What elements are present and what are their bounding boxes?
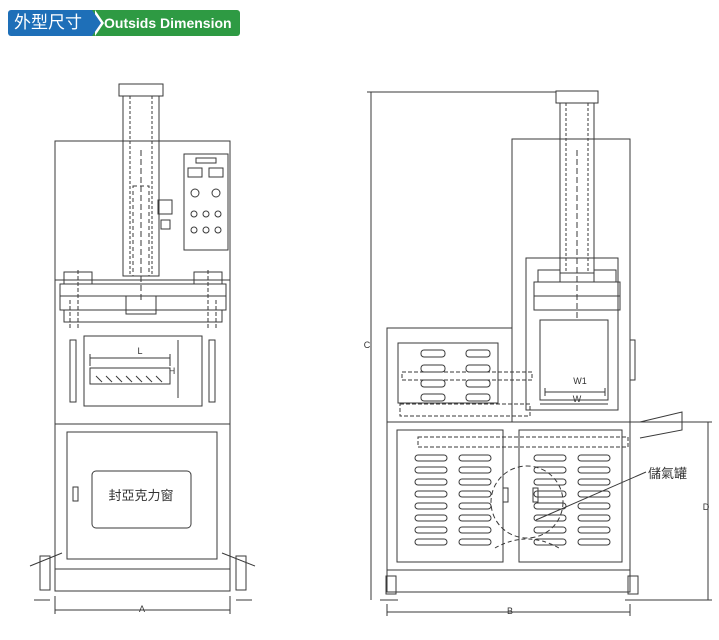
side-gas-tank bbox=[490, 465, 564, 539]
side-press-frame bbox=[525, 257, 619, 411]
section-header: 外型尺寸 Outsids Dimension bbox=[8, 10, 240, 36]
side-view bbox=[367, 90, 712, 616]
label-l: L bbox=[137, 346, 142, 356]
side-console bbox=[386, 327, 513, 423]
label-gas-tank: 儲氣罐 bbox=[648, 467, 687, 482]
side-door-handle-right bbox=[532, 487, 539, 503]
front-view bbox=[29, 83, 256, 614]
label-d: D bbox=[703, 502, 710, 512]
side-door-handle-left bbox=[502, 487, 509, 503]
side-door-right bbox=[518, 429, 623, 563]
front-cylinder-cap bbox=[118, 83, 164, 97]
label-acrylic-window: 封亞克力窗 bbox=[108, 488, 173, 504]
label-a: A bbox=[139, 604, 145, 614]
label-b: B bbox=[507, 606, 513, 616]
front-heater-block bbox=[89, 367, 171, 385]
tank-leader bbox=[535, 471, 647, 521]
front-door-handle bbox=[72, 486, 79, 502]
front-acrylic-window bbox=[91, 470, 192, 529]
front-work-chamber bbox=[83, 335, 203, 407]
side-door-left bbox=[396, 429, 504, 563]
front-upper-housing bbox=[54, 140, 231, 425]
front-control-panel bbox=[183, 153, 229, 251]
label-c: C bbox=[364, 340, 371, 350]
title-cn: 外型尺寸 bbox=[14, 13, 82, 33]
side-cylinder-cap bbox=[555, 90, 599, 104]
title-en-tag: Outsids Dimension bbox=[88, 10, 240, 36]
side-foot-right bbox=[627, 575, 639, 595]
label-w1: W1 bbox=[573, 376, 587, 386]
title-en: Outsids Dimension bbox=[104, 15, 232, 31]
label-w: W bbox=[573, 394, 582, 404]
label-h: H bbox=[169, 366, 176, 376]
side-work-chamber bbox=[539, 319, 609, 401]
side-foot-left bbox=[385, 575, 397, 595]
front-foot-left bbox=[39, 555, 51, 591]
front-foot-right bbox=[235, 555, 247, 591]
front-cabinet-door bbox=[66, 431, 218, 560]
title-cn-tag: 外型尺寸 bbox=[8, 10, 104, 36]
labels: L H 封亞克力窗 A W1 W C D B 儲氣罐 bbox=[108, 340, 709, 616]
side-vent-slots bbox=[414, 454, 611, 546]
